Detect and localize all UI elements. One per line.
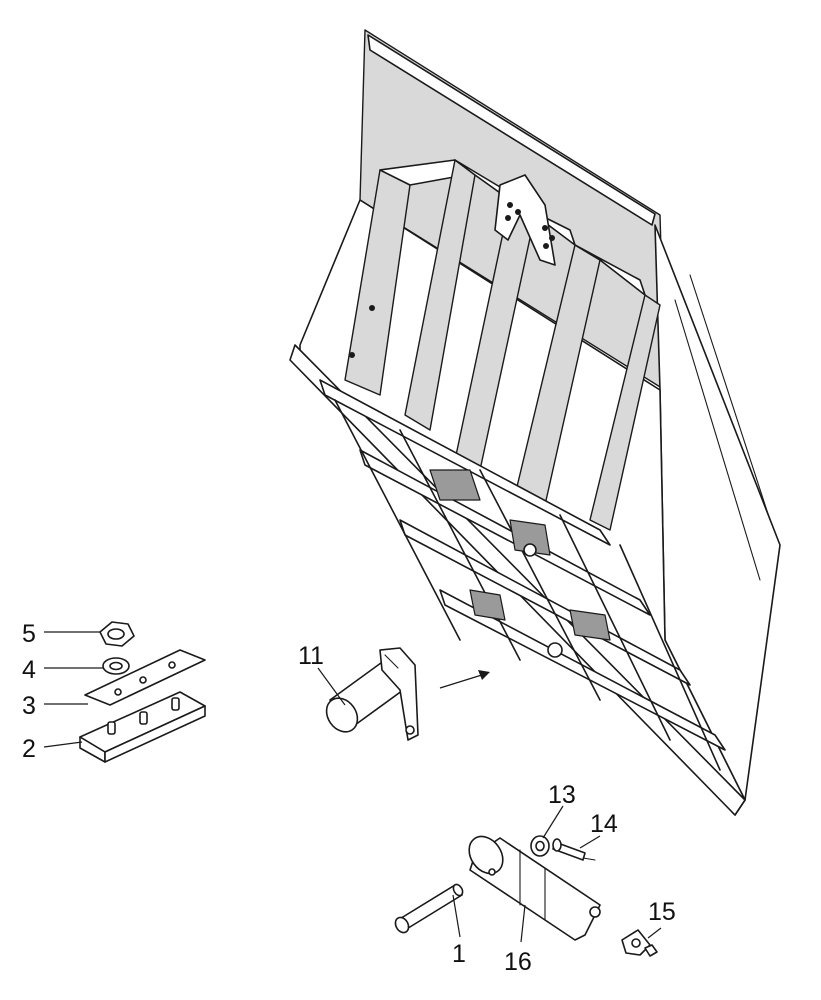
cross-member-1 [319,379,611,546]
part-5-nut [99,621,135,647]
part-14-cotter-pin [552,838,596,861]
part-11-pin [325,647,419,741]
cross-member-4 [439,589,726,751]
callout-5: 5 [22,620,36,648]
callout-16: 16 [504,948,532,976]
rib-5 [589,294,661,531]
blade-top-edge [367,34,656,226]
callout-15: 15 [648,898,676,926]
part-16-cylinder-pin [468,835,601,941]
blade-frame-assembly [289,29,781,816]
callout-2: 2 [22,735,36,763]
callout-3: 3 [22,692,36,720]
part-1-spring-pin [394,883,464,934]
callout-11: 11 [298,642,324,670]
part-13-washer [530,835,550,857]
callout-leaders [43,631,662,943]
part-3-plate [84,649,206,706]
part-4-washer [102,657,130,675]
callout-1: 1 [452,940,466,968]
pointer-arrow [439,670,490,689]
part-2-wear-block [79,691,206,763]
mounting-bracket [494,174,556,266]
callout-14: 14 [590,810,618,838]
part-15-grease-fitting [621,929,658,957]
callout-13: 13 [548,781,576,809]
callout-4: 4 [22,656,36,684]
